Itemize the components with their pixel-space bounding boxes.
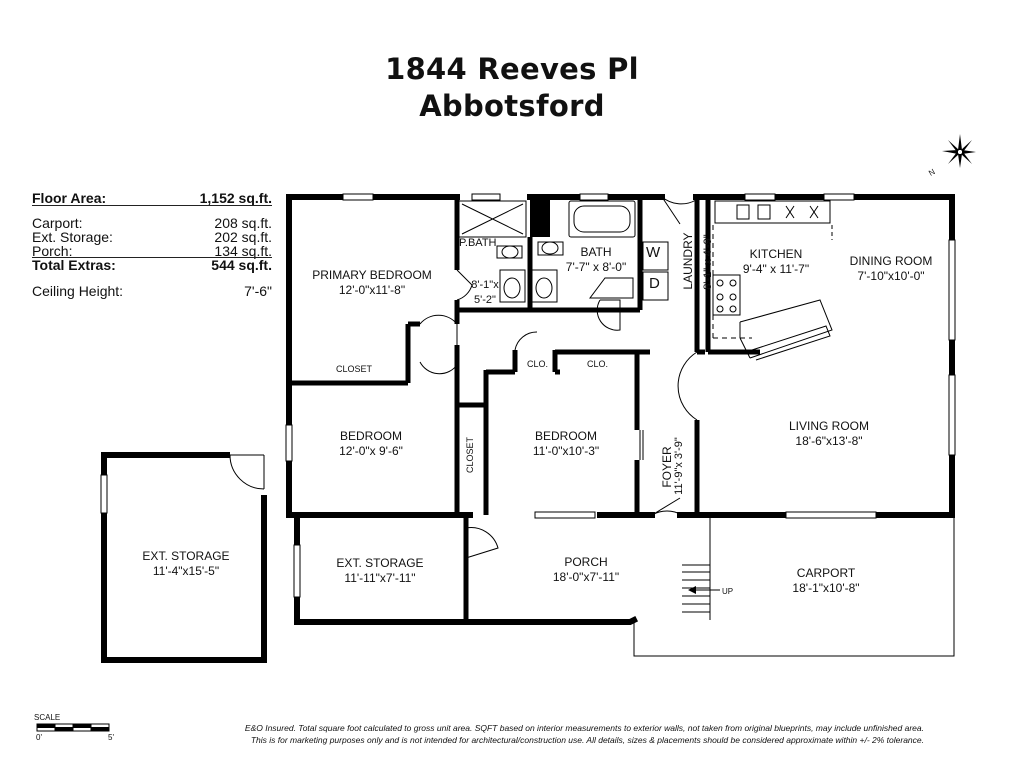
foyer-dims: 11'-9"x 3'-9" xyxy=(673,437,685,495)
primary-bath-name: P.BATH xyxy=(459,237,497,249)
scale-five-label: 5' xyxy=(108,733,114,742)
bedroom-3-label: BEDROOM 11'-0"x10'-3" xyxy=(532,429,600,458)
ext-storage-detached-label: EXT. STORAGE 11'-4"x15'-5" xyxy=(142,549,230,578)
storage-area-value: 202 sq.ft. xyxy=(214,229,272,245)
scale-label: SCALE xyxy=(34,713,61,722)
washer-label: W xyxy=(646,244,661,261)
north-compass-icon xyxy=(942,134,976,168)
porch-label: PORCH 18'-0"x7'-11" xyxy=(552,555,620,584)
laundry-dims: 8'-1" x 4'-9" xyxy=(702,234,714,290)
bedroom-2-label: BEDROOM 12'-0"x 9'-6" xyxy=(339,429,403,458)
ext-storage-main-label: EXT. STORAGE 11'-11"x7'-11" xyxy=(336,556,424,585)
total-extras-label: Total Extras: xyxy=(32,257,116,273)
carport-area-value: 208 sq.ft. xyxy=(214,215,272,231)
bath-label: BATH 7'-7" x 8'-0" xyxy=(565,245,627,274)
storage-area-label: Ext. Storage: xyxy=(32,229,113,245)
address-title: 1844 Reeves Pl xyxy=(385,52,639,86)
porch-area-value: 134 sq.ft. xyxy=(214,243,272,259)
disclaimer-line-2: This is for marketing purposes only and … xyxy=(250,735,924,745)
primary-bath-dims: 8'-1"x 5'-2" xyxy=(471,279,499,306)
total-extras-value: 544 sq.ft. xyxy=(211,257,272,273)
stair-up-arrow-icon xyxy=(688,586,696,594)
ceiling-height-value: 7'-6" xyxy=(244,283,272,299)
scale-zero-label: 0' xyxy=(36,733,42,742)
dryer-label: D xyxy=(649,275,660,292)
closet-label-2: CLO. xyxy=(587,359,609,369)
dining-room-label: DINING ROOM 7'-10"x10'-0" xyxy=(849,254,933,283)
bedroom-2-closet-label: CLOSET xyxy=(465,437,475,474)
area-divider-top xyxy=(32,205,272,206)
porch-area-label: Porch: xyxy=(32,243,73,259)
carport-area-label: Carport: xyxy=(32,215,83,231)
living-room-label: LIVING ROOM 18'-6"x13'-8" xyxy=(788,419,870,448)
area-divider-bottom xyxy=(32,257,272,258)
laundry-name: LAUNDRY xyxy=(681,232,695,290)
primary-closet-label: CLOSET xyxy=(336,364,373,374)
stairs-up-label: UP xyxy=(722,587,734,596)
primary-bedroom-label: PRIMARY BEDROOM 12'-0"x11'-8" xyxy=(312,268,432,297)
closet-label-1: CLO. xyxy=(527,359,549,369)
floor-area-label: Floor Area: xyxy=(32,190,107,206)
carport-label: CARPORT 18'-1"x10'-8" xyxy=(792,566,860,595)
city-title: Abbotsford xyxy=(419,89,605,123)
foyer-name: FOYER xyxy=(660,446,674,488)
disclaimer-line-1: E&O Insured. Total square foot calculate… xyxy=(244,723,924,733)
ceiling-height-label: Ceiling Height: xyxy=(32,283,124,299)
floor-area-value: 1,152 sq.ft. xyxy=(199,190,272,206)
kitchen-label: KITCHEN 9'-4" x 11'-7" xyxy=(742,247,810,276)
